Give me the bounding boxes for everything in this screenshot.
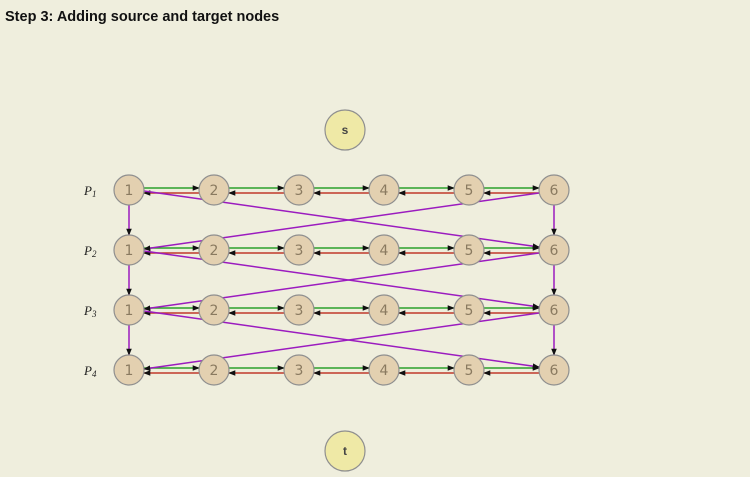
node-label: 3: [295, 243, 304, 259]
node-p2-2: 2: [198, 234, 230, 266]
node-circle: [368, 234, 400, 266]
node-p2-1: 1: [113, 234, 145, 266]
node-circle: [538, 294, 570, 326]
row-label-name: P: [83, 243, 92, 258]
node-circle: [283, 294, 315, 326]
node-p1-1: 1: [113, 174, 145, 206]
row-label-p3: P3: [83, 303, 97, 319]
node-label: 1: [125, 303, 134, 319]
node-circle: [453, 174, 485, 206]
node-p4-2: 2: [198, 354, 230, 386]
node-label: 6: [550, 243, 559, 259]
source-node-label: s: [342, 123, 349, 137]
node-p4-4: 4: [368, 354, 400, 386]
node-label: 2: [210, 303, 219, 319]
node-label: 4: [380, 243, 389, 259]
source-node: s: [324, 109, 366, 151]
node-p4-1: 1: [113, 354, 145, 386]
node-p1-6: 6: [538, 174, 570, 206]
node-circle: [453, 294, 485, 326]
node-label: 6: [550, 183, 559, 199]
node-p3-4: 4: [368, 294, 400, 326]
node-circle: [113, 294, 145, 326]
node-label: 5: [465, 363, 474, 379]
row-label-index: 4: [92, 369, 97, 379]
node-p1-2: 2: [198, 174, 230, 206]
node-circle: [113, 174, 145, 206]
node-label: 4: [380, 183, 389, 199]
node-circle: [538, 354, 570, 386]
node-label: 3: [295, 303, 304, 319]
node-circle: [538, 174, 570, 206]
node-p4-6: 6: [538, 354, 570, 386]
node-circle: [113, 354, 145, 386]
node-circle: [368, 354, 400, 386]
target-node-label: t: [343, 444, 347, 458]
edges-layer: [126, 185, 557, 376]
node-label: 6: [550, 363, 559, 379]
node-p2-6: 6: [538, 234, 570, 266]
target-node-circle: [324, 430, 366, 472]
node-circle: [538, 234, 570, 266]
node-p2-3: 3: [283, 234, 315, 266]
node-circle: [283, 174, 315, 206]
node-p4-3: 3: [283, 354, 315, 386]
node-circle: [368, 174, 400, 206]
node-p4-5: 5: [453, 354, 485, 386]
node-p1-3: 3: [283, 174, 315, 206]
node-p2-4: 4: [368, 234, 400, 266]
node-circle: [198, 294, 230, 326]
node-label: 1: [125, 183, 134, 199]
row-label-p1: P1: [83, 183, 96, 199]
node-circle: [368, 294, 400, 326]
node-label: 2: [210, 363, 219, 379]
node-p1-4: 4: [368, 174, 400, 206]
source-node-circle: [324, 109, 366, 151]
row-label-index: 3: [91, 309, 97, 319]
node-p3-1: 1: [113, 294, 145, 326]
node-label: 1: [125, 363, 134, 379]
node-label: 4: [380, 363, 389, 379]
node-p3-3: 3: [283, 294, 315, 326]
page-title: Step 3: Adding source and target nodes: [5, 9, 280, 25]
node-label: 2: [210, 183, 219, 199]
node-label: 5: [465, 243, 474, 259]
node-label: 5: [465, 303, 474, 319]
node-circle: [453, 234, 485, 266]
row-label-index: 2: [92, 249, 97, 259]
node-label: 5: [465, 183, 474, 199]
node-circle: [198, 234, 230, 266]
node-label: 3: [295, 363, 304, 379]
target-node: t: [324, 430, 366, 472]
node-p2-5: 5: [453, 234, 485, 266]
node-circle: [113, 234, 145, 266]
node-p1-5: 5: [453, 174, 485, 206]
row-label-name: P: [83, 303, 92, 318]
node-label: 6: [550, 303, 559, 319]
node-label: 2: [210, 243, 219, 259]
node-p3-6: 6: [538, 294, 570, 326]
node-circle: [453, 354, 485, 386]
node-circle: [283, 234, 315, 266]
node-circle: [283, 354, 315, 386]
row-label-p4: P4: [83, 363, 97, 379]
row-label-name: P: [83, 363, 92, 378]
node-label: 4: [380, 303, 389, 319]
row-label-index: 1: [92, 189, 97, 199]
node-circle: [198, 174, 230, 206]
row-label-p2: P2: [83, 243, 97, 259]
row-label-name: P: [83, 183, 92, 198]
node-p3-2: 2: [198, 294, 230, 326]
node-label: 1: [125, 243, 134, 259]
node-p3-5: 5: [453, 294, 485, 326]
node-label: 3: [295, 183, 304, 199]
node-circle: [198, 354, 230, 386]
